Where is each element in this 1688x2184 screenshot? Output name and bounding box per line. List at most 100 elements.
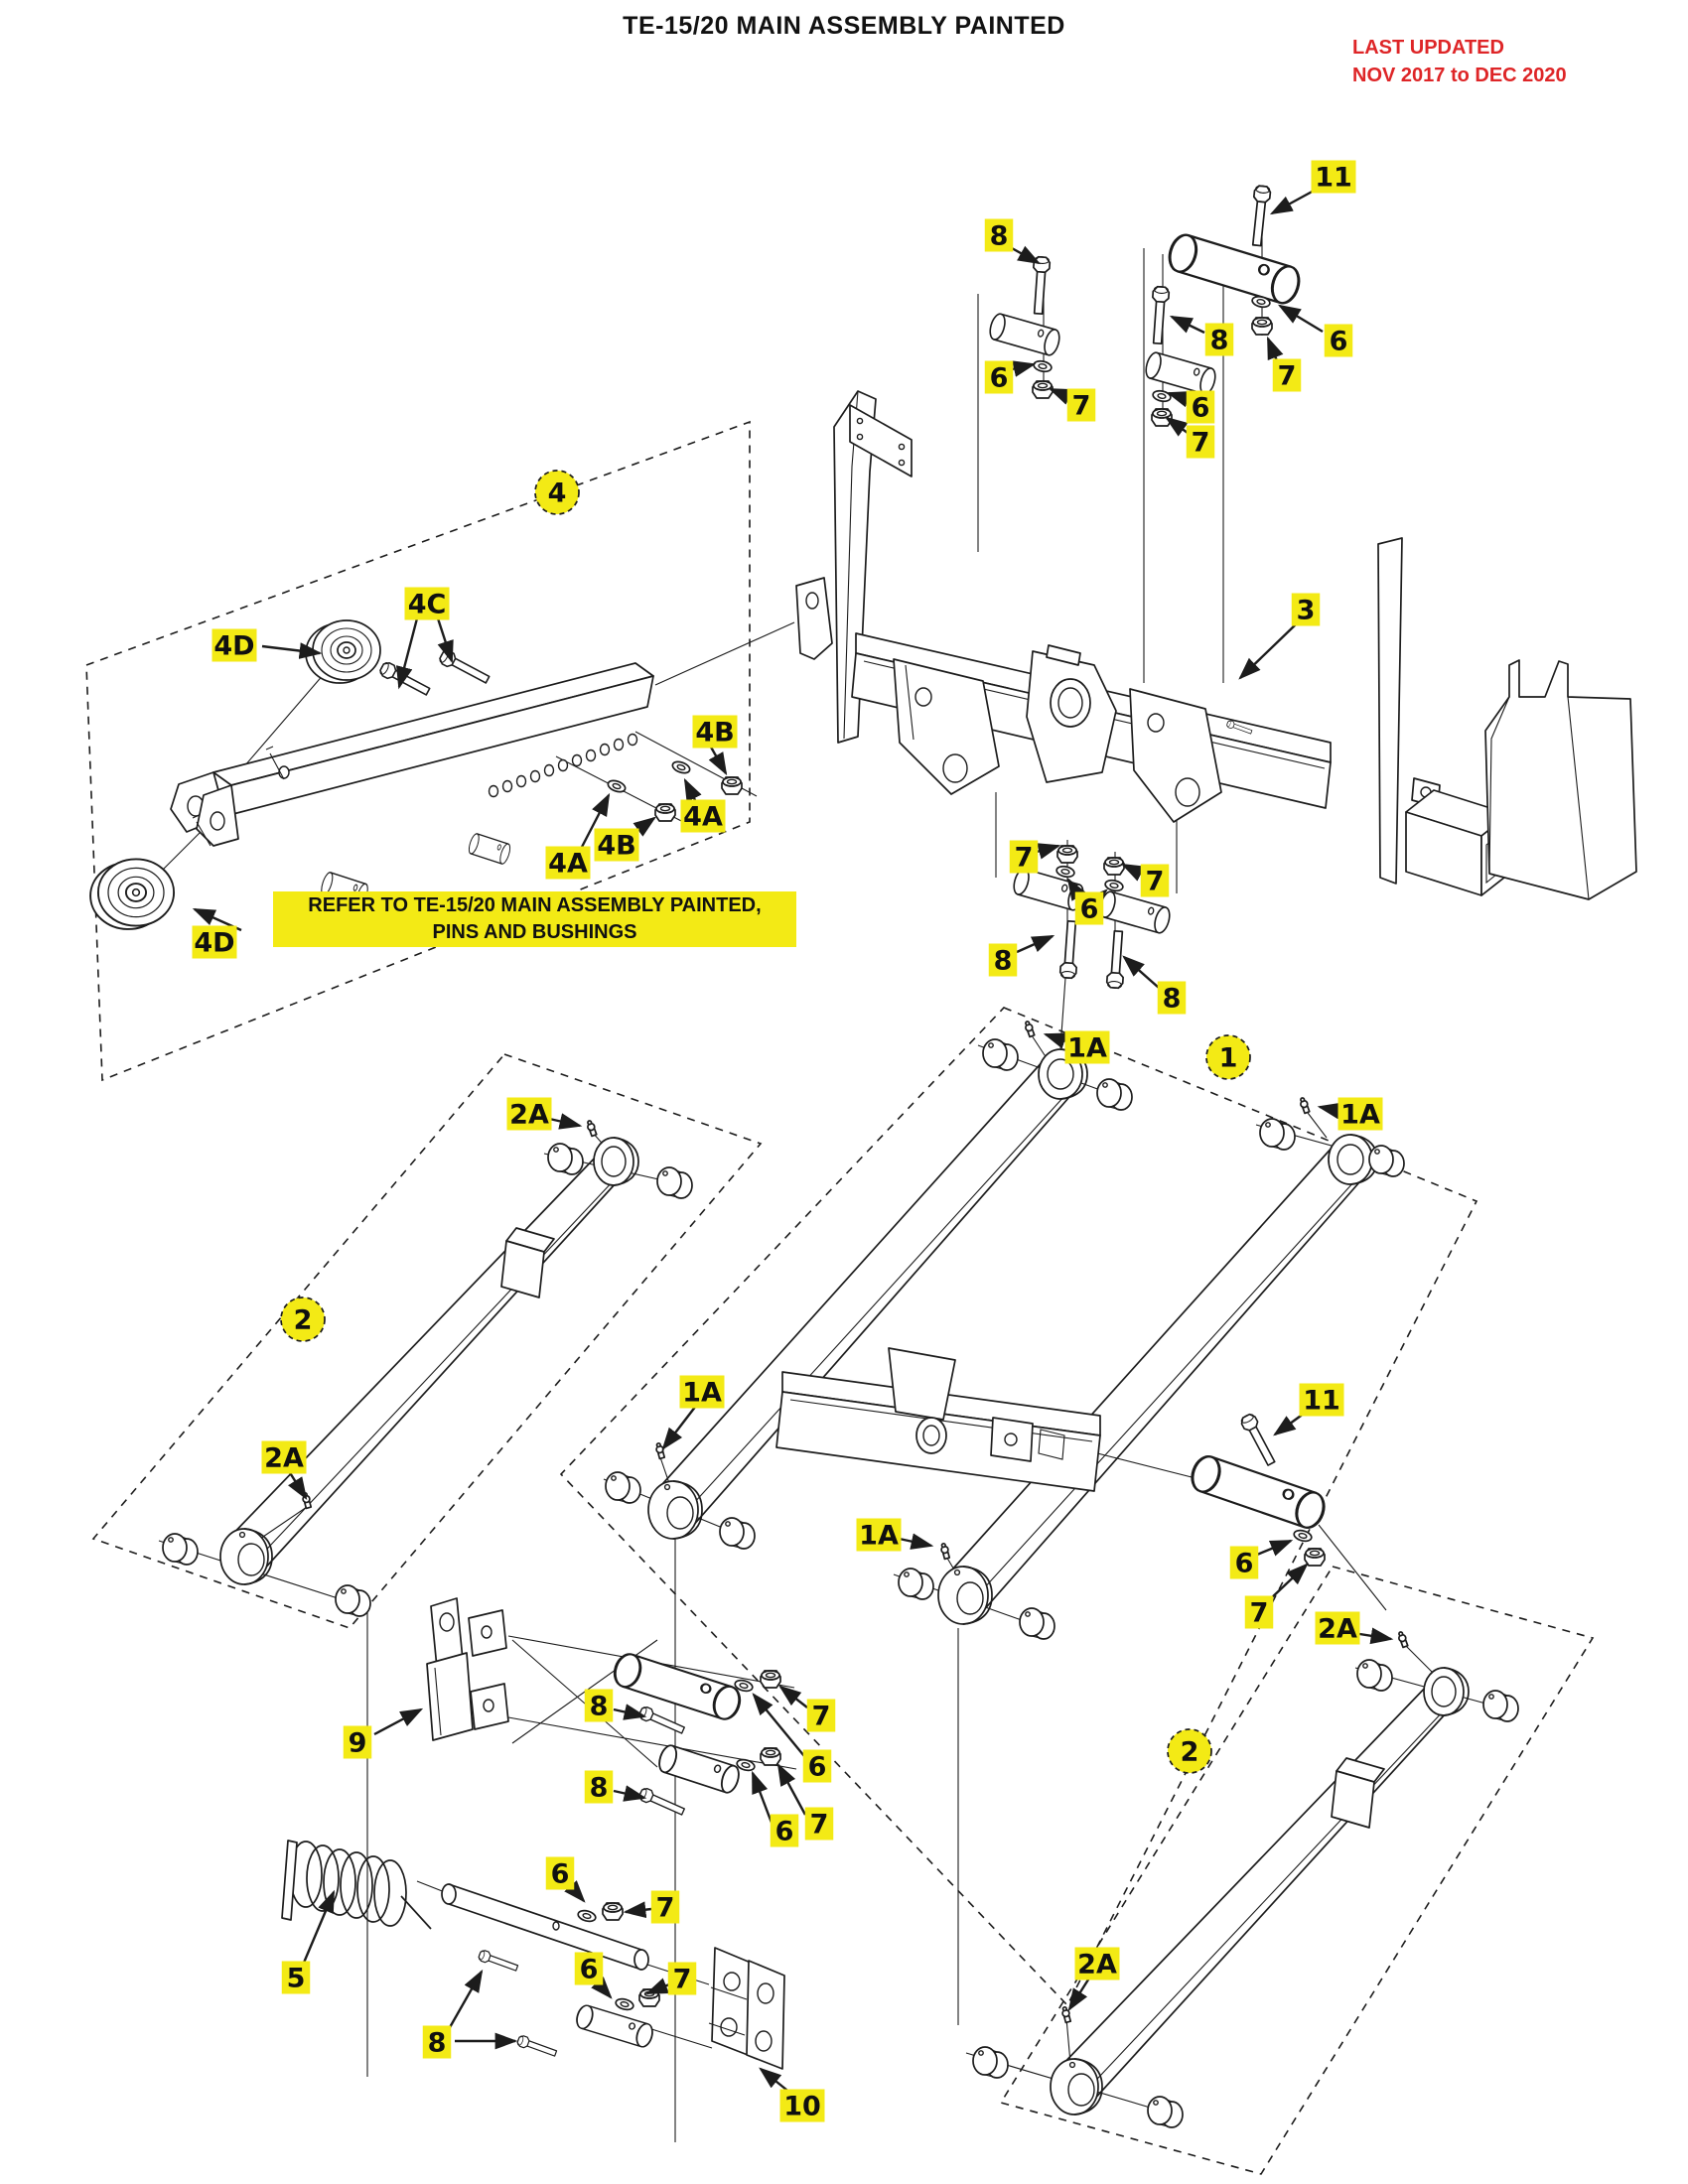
callout-highlight: [1186, 425, 1215, 459]
callout-highlight: [804, 1807, 834, 1841]
callout-highlight: [574, 1952, 604, 1985]
callout-highlight: [584, 1689, 614, 1722]
callout-highlight: [1324, 324, 1353, 357]
callout-leader-arrow: [1165, 416, 1189, 437]
callout-number: 1: [1219, 1043, 1238, 1074]
adjustment-holes: [488, 733, 638, 798]
callout-highlight: [806, 1699, 836, 1732]
callout-4D: 4D: [192, 925, 237, 959]
callout-highlight: [1186, 390, 1215, 424]
callout-highlight: [692, 715, 738, 749]
callout-1A: 1A: [679, 1375, 725, 1409]
callout-4D: 4D: [211, 628, 257, 662]
callout-number: 4A: [683, 802, 723, 833]
callout-2A: 2A: [506, 1097, 552, 1131]
callout-11: 11: [1299, 1383, 1344, 1417]
callout-number: 8: [590, 1773, 609, 1804]
last-updated-line2: NOV 2017 to DEC 2020: [1352, 65, 1567, 86]
callout-number: 7: [812, 1702, 831, 1732]
callout-6: 6: [770, 1814, 799, 1847]
callout-number: 5: [287, 1964, 306, 1994]
callout-number: 7: [1278, 361, 1297, 392]
fastener-set-below-left: [1010, 840, 1087, 980]
callout-highlight: [506, 1097, 552, 1131]
callout-1A: 1A: [1337, 1097, 1383, 1131]
last-updated-line1: LAST UPDATED: [1352, 37, 1504, 59]
callout-highlight: [779, 2089, 825, 2122]
callout-highlight: [1157, 981, 1187, 1015]
callout-circle: [1205, 1034, 1251, 1080]
callout-6: 6: [1186, 390, 1215, 424]
lift-frame-crossmember: [775, 1347, 1101, 1492]
callout-2A: 2A: [1315, 1611, 1360, 1645]
callout-number: 3: [1297, 596, 1316, 626]
callout-7: 7: [1272, 358, 1302, 392]
callout-6: 6: [574, 1952, 604, 1985]
callout-4A: 4A: [680, 799, 726, 833]
callout-highlight: [802, 1749, 832, 1783]
callout-7: 7: [1244, 1595, 1274, 1629]
callout-7: 7: [650, 1890, 680, 1924]
callout-number: 7: [1146, 867, 1165, 897]
callout-leader-arrow: [1048, 387, 1073, 405]
hinge-bracket-10: [708, 1947, 785, 2070]
callout-highlight: [1272, 358, 1302, 392]
callout-4C: 4C: [404, 587, 450, 620]
callout-number: 6: [1192, 393, 1210, 424]
reference-note: REFER TO TE-15/20 MAIN ASSEMBLY PAINTED,…: [273, 891, 796, 947]
callout-leader-arrow: [287, 1470, 308, 1501]
callout-number: 4C: [408, 590, 447, 620]
callout-6: 6: [984, 360, 1014, 394]
callout-7: 7: [1066, 388, 1096, 422]
callout-leader-arrow: [1067, 1976, 1092, 2012]
callout-leader-arrow: [261, 642, 323, 659]
callout-leader-arrow: [1269, 188, 1317, 215]
callout-highlight: [192, 925, 237, 959]
callout-leader-arrow: [447, 1969, 484, 2030]
callout-7: 7: [1009, 840, 1039, 874]
callout-number: 7: [1192, 428, 1210, 459]
callout-highlight: [1315, 1611, 1360, 1645]
callout-6: 6: [1074, 891, 1104, 925]
callout-number: 2A: [509, 1100, 549, 1131]
callout-number: 6: [1080, 894, 1099, 925]
callout-leader-arrow: [613, 1704, 647, 1720]
callout-number: 6: [775, 1817, 794, 1847]
callout-highlight: [545, 846, 591, 880]
callout-6: 6: [1229, 1546, 1259, 1579]
callout-highlight: [984, 218, 1014, 252]
fastener-set-below-right: [1096, 852, 1174, 990]
callout-number: 4D: [213, 631, 254, 662]
callout-highlight: [770, 1814, 799, 1847]
fastener-set-11-right: [1186, 1411, 1331, 1567]
callout-highlight: [404, 587, 450, 620]
pivot-rod: [441, 1883, 649, 1971]
callout-7: 7: [806, 1699, 836, 1732]
callout-number: 10: [783, 2092, 821, 2122]
callout-6: 6: [545, 1856, 575, 1890]
callout-highlight: [680, 799, 726, 833]
callout-leader-arrow: [707, 743, 728, 776]
group-boundary-boxes: [85, 420, 1595, 2175]
callout-number: 6: [580, 1955, 599, 1985]
group2-right-link-arm: [972, 1630, 1519, 2128]
callout-number: 6: [551, 1859, 570, 1890]
torsion-spring-5: [281, 1840, 432, 1930]
callout-number: 6: [1330, 327, 1348, 357]
callout-highlight: [211, 628, 257, 662]
callout-highlight: [1299, 1383, 1344, 1417]
callout-arrows: [192, 188, 1394, 2095]
callout-4A: 4A: [545, 846, 591, 880]
callout-7: 7: [804, 1807, 834, 1841]
callout-leader-arrow: [1011, 360, 1037, 377]
hinge-bracket-9: [426, 1597, 509, 1741]
callout-number: 11: [1315, 163, 1352, 194]
callout-number: 7: [656, 1893, 675, 1924]
callout-highlight: [1066, 388, 1096, 422]
callout-leader-arrow: [578, 792, 611, 852]
callout-highlight: [1140, 864, 1170, 897]
callout-number: 2A: [264, 1443, 304, 1474]
callout-highlight: [1244, 1595, 1274, 1629]
callout-8: 8: [1204, 323, 1234, 356]
